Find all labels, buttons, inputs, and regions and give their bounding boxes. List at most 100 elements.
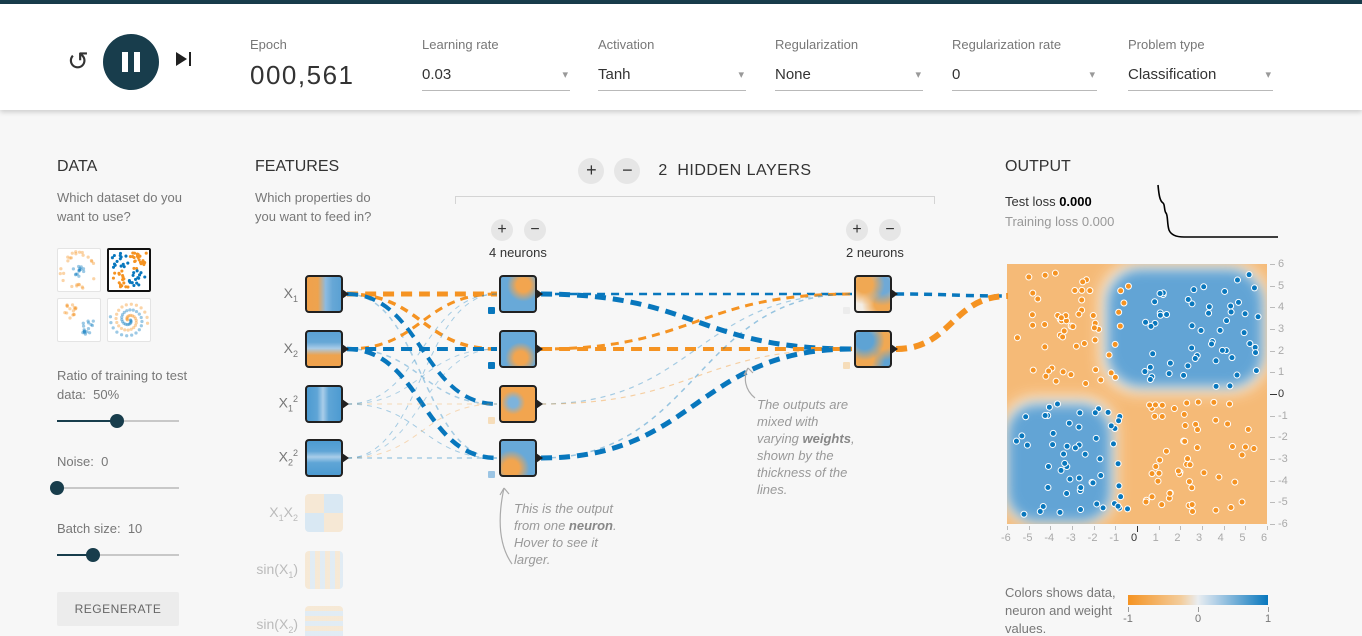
weight-line[interactable] [346,292,498,406]
remove-neuron-button[interactable]: − [879,219,901,241]
weight-line[interactable] [540,291,853,352]
bias-indicator [488,362,495,369]
data-point [1224,420,1232,428]
remove-layer-button[interactable]: − [614,158,641,184]
data-point [1081,450,1089,458]
pause-icon [122,52,128,72]
dataset-thumb-xor[interactable] [107,248,151,292]
weight-line[interactable] [346,292,498,351]
data-point [1089,312,1097,320]
data-point [1185,478,1193,486]
data-point [1092,366,1100,374]
weight-line[interactable] [346,346,498,461]
play-pause-button[interactable] [103,34,159,90]
hidden-layers-header: + − 2 HIDDEN LAYERS [455,158,935,204]
data-point [1170,405,1178,413]
weight-line[interactable] [346,348,498,405]
weight-line[interactable] [346,403,498,459]
hidden2-neuron-2[interactable] [843,330,892,369]
add-layer-button[interactable]: + [578,158,605,184]
hidden1-neuron-2[interactable] [488,330,537,369]
hidden1-neuron-3[interactable] [488,385,537,424]
feature-node-x1[interactable] [305,275,343,313]
learning-rate-value: 0.03 [422,66,452,83]
slider-track[interactable] [57,554,179,556]
hidden1-neuron-1[interactable] [488,275,537,314]
weight-line[interactable] [346,403,498,459]
y-tick: -5 [1278,496,1288,509]
regularization-rate-dropdown[interactable]: Regularization rate 0▾ [952,37,1097,91]
batch-slider[interactable] [57,548,179,562]
data-point [1097,376,1105,384]
weight-line[interactable] [540,293,853,405]
weight-line[interactable] [346,293,498,459]
noise-label: Noise: 0 [57,454,109,469]
feature-node-x2[interactable] [305,330,343,368]
feature-node-sinx2[interactable] [305,606,343,636]
slider-track[interactable] [57,487,179,489]
feature-node-x1x2[interactable] [305,494,343,532]
regenerate-button[interactable]: REGENERATE [57,592,179,626]
hidden1-neuron-4[interactable] [488,439,537,478]
epoch-block: Epoch 000,561 [250,37,354,91]
feature-node-x2sq[interactable] [305,439,343,477]
weight-line[interactable] [540,292,853,351]
features-question: Which properties do you want to feed in? [255,190,372,224]
slider-thumb[interactable] [110,414,124,428]
data-point [1252,367,1260,375]
data-point [1241,310,1249,318]
layer1-controls: + − [491,219,546,241]
layer2-neuron-count: 2 neurons [846,245,904,260]
data-point [1158,412,1166,420]
weight-line[interactable] [895,292,1009,298]
data-point [1238,451,1246,459]
slider-thumb[interactable] [86,548,100,562]
weight-line[interactable] [346,293,498,459]
feature-node-x1sq[interactable] [305,385,343,423]
slider-fill [57,554,93,556]
regularization-dropdown[interactable]: Regularization None▾ [775,37,923,91]
weight-line[interactable] [346,348,498,405]
step-button[interactable] [176,52,191,66]
output-decision-map[interactable] [1007,264,1267,524]
hidden2-neuron-1[interactable] [843,275,892,314]
data-point [1194,398,1202,406]
ratio-slider[interactable] [57,414,179,428]
data-point [1244,425,1252,433]
dataset-thumb-gauss[interactable] [57,298,101,342]
activation-dropdown[interactable]: Activation Tanh▾ [598,37,746,91]
data-point [1208,340,1216,348]
noise-slider[interactable] [50,481,179,495]
feature-node-sinx1[interactable] [305,551,343,589]
problem-type-value: Classification [1128,66,1217,83]
add-neuron-button[interactable]: + [846,219,868,241]
data-panel: DATA Which dataset do you want to use? R… [50,158,197,626]
x-tick: 1 [1152,532,1159,544]
feature-row: X22 [252,439,343,477]
data-point [1200,283,1208,291]
problem-type-dropdown[interactable]: Problem type Classification▾ [1128,37,1273,91]
add-neuron-button[interactable]: + [491,219,513,241]
data-point [1045,403,1053,411]
data-point [1091,409,1099,417]
data-point [1151,298,1159,306]
weight-line[interactable] [895,293,1009,352]
weight-line[interactable] [346,292,498,351]
data-point [1105,351,1113,359]
data-point [1034,295,1042,303]
legend-caption: Colors shows data, neuron and weight val… [1005,585,1116,636]
chevron-down-icon: ▾ [562,69,568,81]
reset-button[interactable]: ↺ [67,46,89,76]
dataset-thumb-spiral[interactable] [107,298,151,342]
weight-line[interactable] [346,348,498,459]
data-point [1252,349,1260,357]
data-point [1052,377,1060,385]
slider-thumb[interactable] [50,481,64,495]
y-tick: 1 [1278,366,1285,379]
legend-tick-label: -1 [1123,613,1133,625]
remove-neuron-button[interactable]: − [524,219,546,241]
learning-rate-dropdown[interactable]: Learning rate 0.03▾ [422,37,570,91]
pause-icon [134,52,140,72]
dataset-thumb-circle[interactable] [57,248,101,292]
weight-line[interactable] [346,293,498,405]
